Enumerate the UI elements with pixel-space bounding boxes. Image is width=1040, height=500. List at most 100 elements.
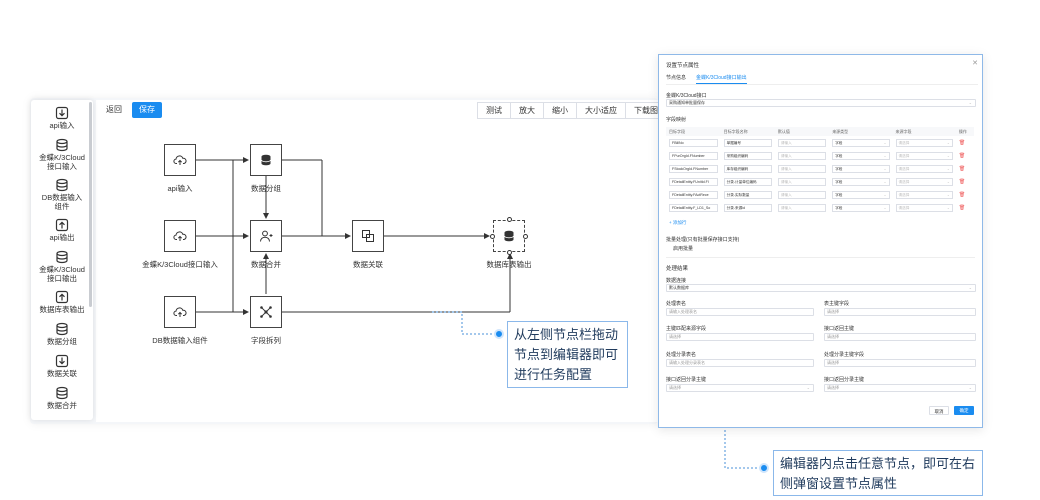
sidebar-item-db-input[interactable]: DB数据输入组件 — [31, 178, 93, 212]
source-field-select[interactable]: 请选择⌄ — [895, 164, 953, 173]
field-input[interactable]: 请输入处理分录表名 — [666, 359, 814, 367]
target-field-name-input[interactable]: 单据编号 — [723, 138, 772, 147]
node-group[interactable] — [250, 144, 282, 176]
source-type-select[interactable]: 字段⌄ — [832, 190, 890, 199]
source-field-select[interactable]: 请选择⌄ — [895, 203, 953, 212]
table-cell: 分录-计量单位编码 — [721, 175, 775, 188]
datasource-select[interactable]: 默认数据库 ⌄ — [666, 284, 976, 292]
back-button[interactable]: 返回 — [100, 102, 128, 118]
target-field-input[interactable]: FBillNo — [669, 138, 718, 147]
cell-text: 请选择 — [898, 192, 910, 197]
sidebar-item-api-output[interactable]: api输出 — [31, 218, 93, 244]
sidebar-item-label: 金蝶K/3Cloud接口输入 — [39, 153, 85, 171]
table-cell: FDetailEntity.FActRece — [666, 188, 721, 201]
node-db-input[interactable] — [164, 296, 196, 328]
target-field-input[interactable]: FPurOrgId.FNumber — [669, 151, 718, 160]
default-value-input[interactable]: 请输入 — [777, 190, 827, 199]
chevron-down-icon: ⌄ — [883, 205, 887, 210]
field-select[interactable]: 请选择 — [824, 308, 976, 316]
delete-icon[interactable]: 🗑 — [958, 191, 966, 198]
node-handle-left[interactable] — [490, 234, 495, 239]
field-select[interactable]: 请选择 — [666, 333, 814, 341]
target-field-name-input[interactable]: 分录-实际数量 — [723, 190, 772, 199]
field-select[interactable]: 请选择 — [824, 333, 976, 341]
field-select[interactable]: 请选择⌄ — [824, 384, 976, 392]
source-field-select[interactable]: 请选择⌄ — [895, 190, 953, 199]
field-select[interactable]: 请选择 — [824, 359, 976, 367]
source-type-select[interactable]: 字段⌄ — [832, 177, 890, 186]
table-cell: FPurOrgId.FNumber — [666, 149, 721, 162]
cloud-upload-icon — [173, 307, 187, 317]
delete-icon[interactable]: 🗑 — [958, 152, 966, 159]
table-cell: 🗑 — [956, 162, 974, 175]
batch-value[interactable]: 启用批量 — [673, 246, 694, 252]
default-value-input[interactable]: 请输入 — [777, 138, 827, 147]
table-cell: 请输入 — [775, 162, 829, 175]
source-type-select[interactable]: 字段⌄ — [832, 138, 890, 147]
default-value-input[interactable]: 请输入 — [777, 151, 827, 160]
sidebar-item-merge[interactable]: 数据合并 — [31, 386, 93, 412]
sidebar-item-k3-input[interactable]: 金蝶K/3Cloud接口输入 — [31, 138, 93, 172]
source-type-select[interactable]: 字段⌄ — [832, 151, 890, 160]
interface-select[interactable]: 采购通知单批量保存 ⌄ — [666, 99, 976, 107]
test-button[interactable]: 测试 — [478, 103, 511, 118]
cloud-upload-icon — [173, 155, 187, 165]
target-field-name-input[interactable]: 采购组织编码 — [723, 151, 772, 160]
confirm-button[interactable]: 确定 — [954, 406, 974, 415]
node-k3-input[interactable] — [164, 220, 196, 252]
fit-size-button[interactable]: 大小适应 — [577, 103, 626, 118]
sidebar-scrollbar[interactable] — [89, 102, 92, 307]
sidebar-item-label: 金蝶K/3Cloud接口输出 — [39, 265, 85, 283]
source-type-select[interactable]: 字段⌄ — [832, 203, 890, 212]
source-field-select[interactable]: 请选择⌄ — [895, 138, 953, 147]
field-input[interactable]: 请输入处理表名 — [666, 308, 814, 316]
add-row-link[interactable]: + 添加行 — [669, 220, 687, 225]
cancel-button[interactable]: 取消 — [929, 406, 949, 415]
dialog-title: 设置节点属性 — [666, 63, 700, 69]
table-cell: 请输入 — [775, 136, 829, 149]
node-api-input[interactable] — [164, 144, 196, 176]
default-value-input[interactable]: 请输入 — [777, 177, 827, 186]
table-cell: 请选择⌄ — [893, 149, 956, 162]
default-value-input[interactable]: 请输入 — [777, 164, 827, 173]
close-icon[interactable]: ✕ — [972, 60, 978, 67]
source-type-select[interactable]: 字段⌄ — [832, 164, 890, 173]
default-value-input[interactable]: 请输入 — [777, 203, 827, 212]
save-button[interactable]: 保存 — [132, 102, 162, 118]
delete-icon[interactable]: 🗑 — [958, 178, 966, 185]
sidebar-item-api-input[interactable]: api输入 — [31, 106, 93, 132]
database-icon — [56, 250, 68, 264]
section-divider — [666, 257, 975, 258]
target-field-name-input[interactable]: 分录-来源id — [723, 203, 772, 212]
sidebar-item-join[interactable]: 数据关联 — [31, 354, 93, 380]
tab-node-info[interactable]: 节点信息 — [666, 75, 687, 81]
sidebar-item-k3-output[interactable]: 金蝶K/3Cloud接口输出 — [31, 250, 93, 284]
node-table-output[interactable] — [493, 220, 525, 252]
sidebar-item-group[interactable]: 数据分组 — [31, 322, 93, 348]
target-field-input[interactable]: FDetailEntity.FActRece — [669, 190, 718, 199]
zoom-out-button[interactable]: 缩小 — [544, 103, 577, 118]
tab-k3-output[interactable]: 金蝶K/3Cloud接口输出 — [696, 73, 747, 84]
delete-icon[interactable]: 🗑 — [958, 204, 966, 211]
field-select[interactable]: 请选择⌄ — [666, 384, 814, 392]
table-cell: FStockOrgId.FNumber — [666, 162, 721, 175]
node-split[interactable] — [250, 296, 282, 328]
node-join[interactable] — [352, 220, 384, 252]
source-field-select[interactable]: 请选择⌄ — [895, 151, 953, 160]
sidebar-item-table-output[interactable]: 数据库表输出 — [31, 290, 93, 316]
node-handle-top[interactable] — [507, 217, 512, 222]
delete-icon[interactable]: 🗑 — [958, 139, 966, 146]
node-handle-bottom[interactable] — [507, 250, 512, 255]
sidebar-item-label: api输出 — [49, 233, 75, 242]
target-field-input[interactable]: FDetailEntity.FUnitId.FI — [669, 177, 718, 186]
node-handle-right[interactable] — [523, 234, 528, 239]
target-field-input[interactable]: FDetailEntity.F_LD1_So — [669, 203, 718, 212]
target-field-name-input[interactable]: 分录-计量单位编码 — [723, 177, 772, 186]
zoom-in-button[interactable]: 放大 — [511, 103, 544, 118]
node-merge[interactable] — [250, 220, 282, 252]
source-field-select[interactable]: 请选择⌄ — [895, 177, 953, 186]
target-field-input[interactable]: FStockOrgId.FNumber — [669, 164, 718, 173]
delete-icon[interactable]: 🗑 — [958, 165, 966, 172]
target-field-name-input[interactable]: 库存组织编码 — [723, 164, 772, 173]
column-header: 默认值 — [774, 127, 830, 136]
